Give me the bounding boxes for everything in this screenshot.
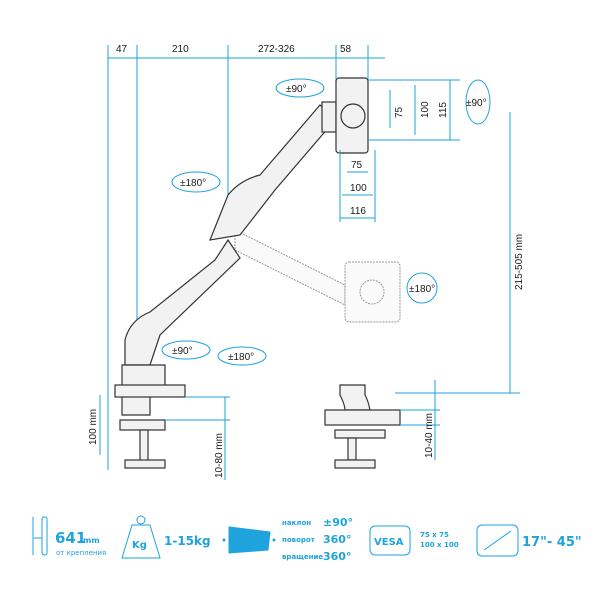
dim-h75: 75 bbox=[351, 160, 363, 171]
top-dimensions: 47 210 272-326 58 bbox=[107, 44, 385, 470]
rot-head-tilt: ±90° bbox=[286, 84, 307, 95]
vesa-size-2: 100 x 100 bbox=[420, 541, 459, 549]
rot-base-tilt: ±90° bbox=[172, 346, 193, 357]
dim-h116: 116 bbox=[350, 206, 366, 217]
vesa-size-1: 75 x 75 bbox=[420, 531, 449, 539]
rot-lower-swivel: ±180° bbox=[409, 284, 435, 295]
reach-value: 641 bbox=[55, 529, 86, 547]
motion-value-rotate: 360° bbox=[323, 550, 351, 563]
dim-v115: 115 bbox=[438, 102, 449, 118]
dim-height-range: 215-505 mm bbox=[514, 234, 525, 290]
dim-210: 210 bbox=[172, 44, 189, 55]
rot-arm-swivel: ±180° bbox=[180, 178, 206, 189]
ghost-arm bbox=[234, 229, 401, 323]
dim-47: 47 bbox=[116, 44, 128, 55]
rotation-labels: ±90° ±90° ±180° ±180° ±90° ±180° bbox=[161, 78, 491, 366]
reach-unit: mm bbox=[83, 536, 100, 545]
dim-v100: 100 bbox=[420, 101, 431, 118]
screen-motion-icon bbox=[222, 526, 276, 554]
dim-v75: 75 bbox=[394, 106, 405, 118]
reach-caption: от крепления bbox=[56, 549, 106, 557]
rot-right: ±90° bbox=[466, 98, 487, 109]
arm-drawing bbox=[114, 77, 401, 469]
rot-base-swivel: ±180° bbox=[228, 352, 254, 363]
dim-58: 58 bbox=[340, 44, 352, 55]
vesa-label: VESA bbox=[374, 537, 404, 548]
vesa-icon bbox=[369, 525, 411, 556]
motion-label-rotate: вращение bbox=[282, 553, 323, 561]
spec-strip: 641 mm от крепления Kg 1-15kg наклон ±90… bbox=[32, 515, 582, 563]
wall-reach-icon bbox=[32, 516, 48, 556]
motion-value-swivel: 360° bbox=[323, 533, 351, 546]
motion-label-swivel: поворот bbox=[282, 536, 316, 544]
dim-clamp-thickness: 10-80 mm bbox=[214, 433, 225, 478]
weight-icon-label: Kg bbox=[132, 540, 147, 551]
dim-272-326: 272-326 bbox=[258, 44, 295, 55]
weight-icon bbox=[121, 515, 161, 559]
motion-label-tilt: наклон bbox=[282, 519, 311, 527]
screen-size: 17"- 45" bbox=[522, 535, 582, 550]
dim-clamp-height: 100 mm bbox=[88, 409, 99, 445]
motion-value-tilt: ±90° bbox=[323, 516, 353, 529]
weight-range: 1-15kg bbox=[164, 534, 211, 548]
screen-size-icon bbox=[476, 524, 519, 557]
vesa-dimensions: 75 100 115 75 100 116 bbox=[339, 79, 460, 222]
dim-grommet-thickness: 10-40 mm bbox=[424, 413, 435, 458]
dim-h100: 100 bbox=[350, 183, 367, 194]
